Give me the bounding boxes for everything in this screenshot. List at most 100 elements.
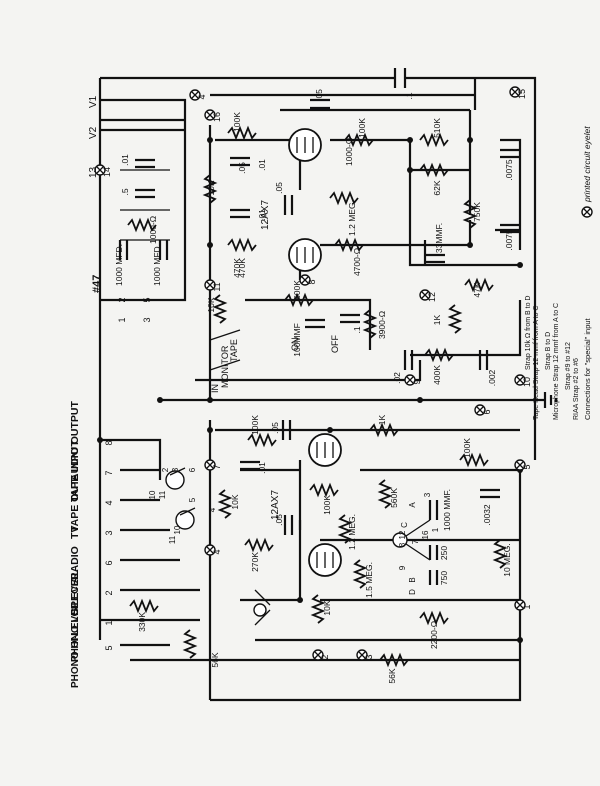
component-value-16: 3900-Ω [377,311,387,339]
selector-pin-6: 5 [188,497,197,502]
component-value-32: 10 MEG. [502,543,512,577]
selector-pin-16: 12 [398,530,407,539]
resistor-500k [284,292,314,308]
resistor-100k-right [459,452,489,468]
eyelet-number-14: 8 [307,279,317,284]
capacitor-002 [478,350,489,370]
selector-pin-18: 3 [423,492,432,497]
component-value-20: 100K [462,438,472,458]
capacitor-05-top [310,98,330,110]
jack-pin-3: 3 [104,530,114,535]
selector-pin-9: A [408,502,417,508]
resistor-400k [424,347,454,363]
jack-label-radio: RADIO [69,546,81,580]
capacitor-value-15: .1 [352,326,362,333]
selector-pin-2: 10 [148,490,157,499]
capacitor-05-mid [283,195,294,215]
eyelet-number-3: 11 [212,282,222,291]
power-labels: V1 V2 13 1000 MFD. 1000 MFD. 1000-Ω #47 [88,95,162,293]
component-value-25: 1.5 MEG. [364,562,374,598]
capacitor-value-2: .01 [257,159,267,171]
capacitor-01-lower [240,460,260,471]
eyelet-number-8: 7 [212,464,222,469]
resistor-100k-vert [217,489,233,519]
eyelet-number-9: 4 [212,549,222,554]
tubes [288,128,342,577]
jack-label-special: SPECIAL [69,569,81,615]
selector-pin-3: 11 [158,490,167,499]
resistor-47k [464,277,494,293]
component-value-21: 10K [230,494,240,509]
power-pin-3: 5 [142,297,152,302]
jack-pin-7: 5 [104,645,114,650]
capacitor-5-ps [135,188,155,199]
phono-switch [253,589,271,626]
selector-pin-19: 16 [421,530,430,539]
component-value-23: 100K [322,495,332,515]
ground-icon [543,392,558,408]
eyelet-number-5: 9 [412,379,422,384]
label-in: IN [210,384,220,393]
capacitor-point1-top [393,68,407,88]
capacitor-02 [403,350,414,370]
tape-monitor-switch [209,329,241,371]
resistor-10meg [492,539,508,569]
jack-pin-1: 7 [104,470,114,475]
capacitor-value-11: .01 [257,462,267,474]
resistor-10k-mid [212,294,228,324]
capacitor-value-1: .1 [404,92,414,99]
selector-pin-11: C [400,522,409,528]
capacitor-value-14: .05 [237,162,247,174]
resistor-470k-top [227,237,257,253]
resistor-1000-ohm-ps [127,217,157,233]
component-value-3: 470K [232,258,242,278]
jack-pin-4: 6 [104,560,114,565]
capacitor-value-10: .05 [270,422,280,434]
component-value-35: 750 [439,571,449,585]
component-value-6: 1000-Ω [344,138,354,166]
legend-line-3: Microphone Strap 12 mmf from A to C [553,303,560,420]
capacitor-0032 [480,488,500,499]
component-value-33: 1000 MMF. [442,489,452,531]
resistor-560k [377,479,393,509]
component-value-10: 510K [432,118,442,138]
component-value-14: 1K [432,314,442,325]
power-pin-1: 2 [117,297,127,302]
component-value-24: 1.2 MEG. [347,514,357,550]
component-value-5: 10K [206,297,216,312]
resistor-100k-top [227,125,257,141]
component-value-8: 4700-Ω [352,248,362,276]
resistor-510k [419,132,449,148]
component-value-2: 10K [206,180,216,195]
resistor-270k [244,537,274,553]
capacitor-01-a [230,156,250,167]
capacitor-750 [428,570,439,585]
selector-pin-4: 6 [188,467,197,472]
capacitor-33mmf [425,253,445,264]
eyelet-number-6: 10 [522,377,532,387]
selector-switch-left [165,467,196,530]
capacitor-value-0: .05 [314,89,324,101]
resistor-62k [419,162,449,178]
switch-labels: TAPE MONITOR IN ON OFF [210,335,340,393]
capacitor-01-b [230,208,250,219]
capacitor-value-6: .0075 [504,229,514,251]
tube-labels: 12AX7 12AX7 [260,200,281,520]
power-pin-0: 1 [117,317,127,322]
legend-eyelet-note: printed circuit eyelet [581,126,593,218]
selector-pin-13: 8 [398,542,407,547]
component-value-4: 470K [237,258,247,278]
tube-type-lower: 12AX7 [270,490,281,520]
resistor-750k [462,199,478,229]
selector-pin-17: 1 [431,527,440,532]
jack-label-group: AUDIO OUTPUT TAPE INPUT TAPE OUT. TV RAD… [69,401,81,689]
capacitor-value-12: .05 [274,514,284,526]
eyelet-number-15: 14 [102,167,112,177]
label-13: 13 [88,166,99,178]
label-1000-ohm: 1000-Ω [148,216,158,244]
resistor-56k-bottom [379,652,409,668]
resistor-1-2meg-lower [309,482,339,498]
jack-label-phono-lo: PHONO LO-LEVEL [70,573,81,662]
capacitor-05-lower [281,420,292,440]
jack-label-audio-output: AUDIO OUTPUT [69,401,81,482]
